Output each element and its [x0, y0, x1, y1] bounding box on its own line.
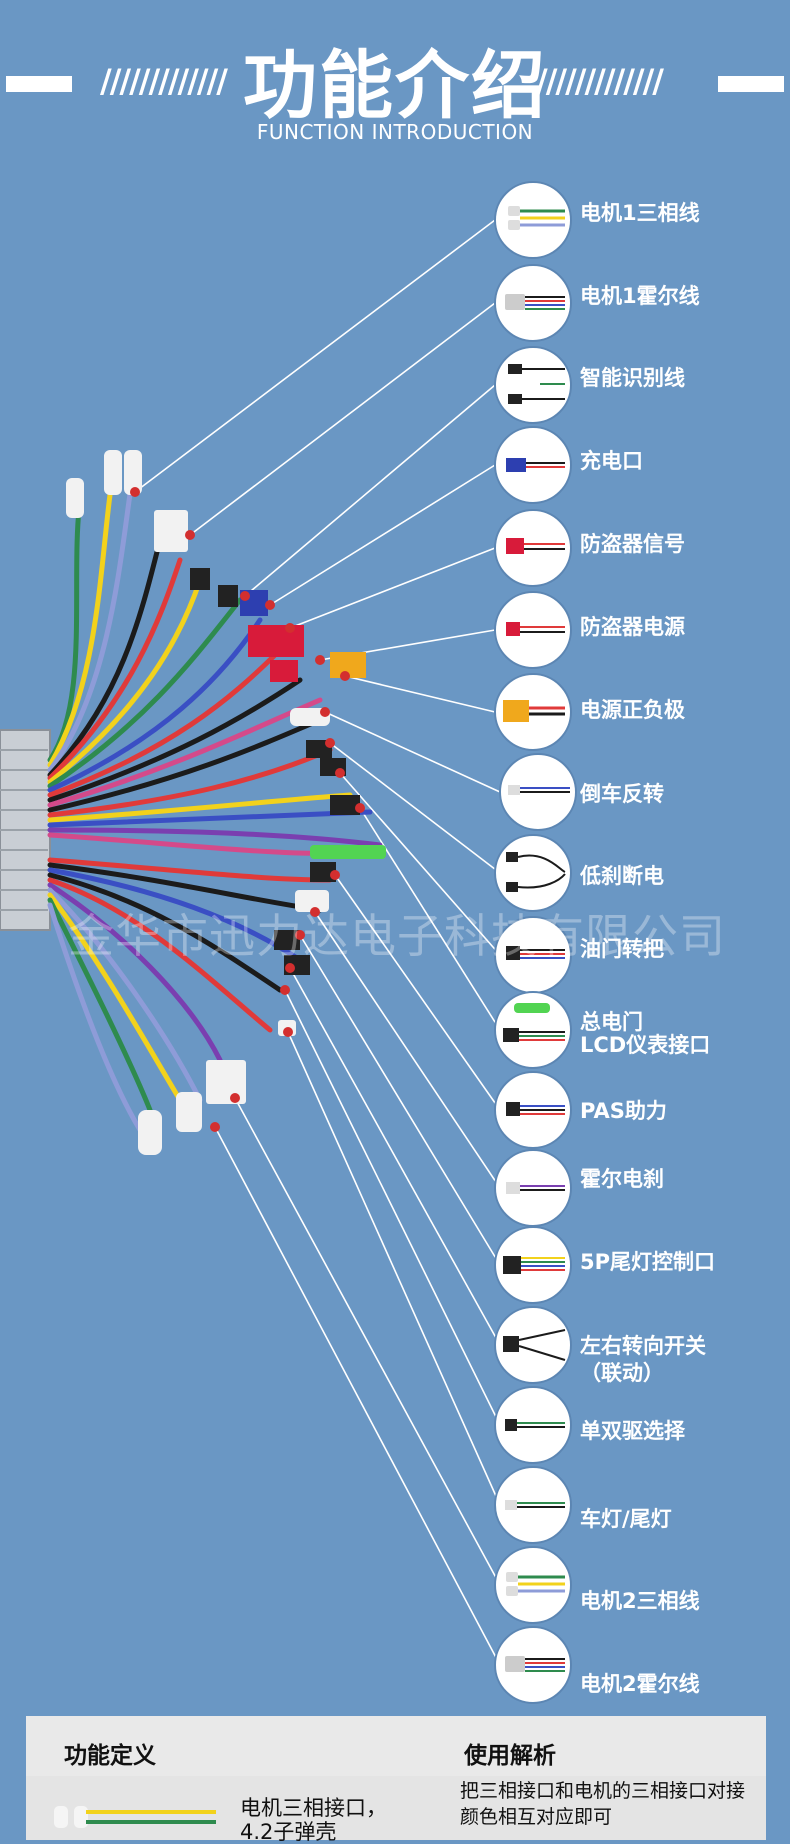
header-left-slashes: /////////////	[100, 62, 228, 100]
label-hall-ebrake: 霍尔电刹	[580, 1167, 664, 1191]
table-header-usage: 使用解析	[464, 1743, 556, 1769]
table-header-definition: 功能定义	[64, 1743, 156, 1769]
row-definition-line1: 电机三相接口，	[240, 1796, 387, 1820]
label-turn-switch-linked: （联动）	[580, 1361, 664, 1385]
page-subtitle: FUNCTION INTRODUCTION	[256, 120, 534, 144]
header-right-bar	[718, 76, 784, 92]
label-single-dual-drive: 单双驱选择	[580, 1419, 685, 1443]
header: ///////////// 功能介绍 ///////////// FUNCTIO…	[0, 0, 790, 160]
label-low-brake: 低刹断电	[580, 864, 664, 888]
header-right-slashes: /////////////	[536, 62, 664, 100]
label-lcd-port: LCD仪表接口	[580, 1033, 711, 1057]
table-header-row: 功能定义 使用解析	[26, 1716, 766, 1776]
wire-connectors	[66, 450, 386, 1155]
label-5p-taillight: 5P尾灯控制口	[580, 1250, 716, 1274]
label-main-switch: 总电门	[580, 1010, 643, 1034]
watermark: 金华市迅力达电子科技有限公司	[68, 909, 726, 963]
label-reverse: 倒车反转	[580, 782, 664, 806]
connector-thumbnails	[494, 181, 577, 1704]
table-row: 电机三相接口， 4.2子弹壳 把三相接口和电机的三相接口对接颜色相互对应即可	[26, 1776, 766, 1844]
page-title: 功能介绍	[243, 43, 547, 129]
wiring-diagram	[0, 181, 577, 1704]
controller-body	[0, 729, 51, 931]
three-phase-connector-image	[54, 1806, 216, 1828]
callout-lines	[134, 219, 501, 1666]
header-left-bar	[6, 76, 72, 92]
function-table: 功能定义 使用解析 电机三相接口， 4.2子弹壳 把三相接口和电机的三相接口对接…	[26, 1716, 766, 1844]
label-motor2-phase: 电机2三相线	[580, 1589, 700, 1613]
label-alarm-power: 防盗器电源	[580, 615, 685, 639]
callout-dots	[130, 487, 365, 1132]
label-smart-identify: 智能识别线	[580, 366, 685, 390]
row-usage: 把三相接口和电机的三相接口对接颜色相互对应即可	[460, 1780, 746, 1828]
row-definition-line2: 4.2子弹壳	[240, 1820, 337, 1844]
label-motor2-hall: 电机2霍尔线	[580, 1672, 700, 1696]
label-charge-port: 充电口	[580, 449, 643, 473]
label-power-polarity: 电源正负极	[580, 698, 685, 722]
label-throttle: 油门转把	[580, 937, 664, 961]
label-pas: PAS助力	[580, 1099, 667, 1123]
label-motor1-phase: 电机1三相线	[580, 201, 700, 225]
label-motor1-hall: 电机1霍尔线	[580, 284, 700, 308]
label-turn-switch: 左右转向开关	[580, 1334, 706, 1358]
label-lights: 车灯/尾灯	[580, 1507, 672, 1531]
label-alarm-signal: 防盗器信号	[580, 532, 685, 556]
